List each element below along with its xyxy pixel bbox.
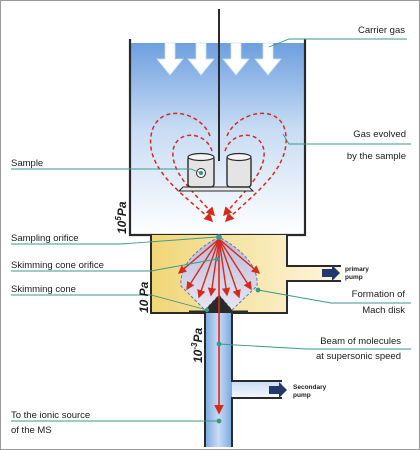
label-beam-line2: at supersonic speed: [316, 351, 401, 362]
sample-tray: [177, 186, 255, 192]
leader-carrier-gas: [268, 38, 407, 48]
label-secondary-pump-line1: Secondary: [293, 384, 327, 391]
label-ionic-line1: To the ionic source: [11, 410, 90, 421]
primary-pump-arrow: [322, 265, 340, 281]
pressure-tube: 10-3Pa: [190, 328, 205, 363]
label-gas-evolved-line1: Gas evolved: [353, 129, 406, 140]
flow-loop-left-outer: [149, 112, 214, 223]
lower-tube-walls: [204, 313, 282, 447]
carrier-gas-arrows: [156, 42, 282, 76]
label-carrier-gas: Carrier gas: [358, 25, 405, 36]
label-sampling-orifice: Sampling orifice: [11, 233, 79, 244]
label-gas-evolved-line2: by the sample: [347, 151, 406, 162]
leader-sample: [11, 168, 202, 174]
flow-loop-left-inner: [172, 134, 216, 217]
flow-loop-right-outer: [224, 112, 287, 223]
flow-loop-right-inner: [223, 134, 265, 217]
middle-chamber-walls: [150, 235, 341, 314]
carrier-arrow-1: [156, 42, 184, 76]
label-sample: Sample: [11, 158, 43, 169]
pressure-chamber: 105Pa: [114, 201, 129, 234]
lower-tube: [204, 313, 282, 447]
chamber-gas-fill: [130, 43, 305, 235]
carrier-arrow-3: [222, 42, 250, 76]
pressure-middle: 10 Pa: [137, 281, 151, 313]
leader-sampling-orifice: [11, 236, 218, 245]
sampling-orifice-dot: [216, 234, 222, 240]
label-primary-pump-line1: primary: [345, 266, 369, 273]
leader-skimming-cone: [11, 294, 208, 311]
label-beam-line1: Beam of molecules: [320, 336, 401, 347]
jet-rays: [177, 238, 261, 299]
sample-crucibles: [177, 152, 255, 192]
label-ionic-line2: of the MS: [11, 425, 52, 436]
leader-beam: [218, 343, 411, 350]
leader-skimming-cone-orifice: [11, 258, 218, 272]
carrier-arrow-2: [187, 42, 215, 76]
leader-mach-disk: [257, 289, 411, 304]
label-secondary-pump-line2: pump: [293, 392, 311, 399]
gas-flow-loops: [149, 112, 287, 223]
secondary-pump-arrow: [269, 382, 287, 398]
leader-lines: [11, 38, 411, 422]
label-formation-line2: Mach disk: [362, 305, 405, 316]
label-skimming-cone: Skimming cone: [11, 284, 76, 295]
label-formation-line1: Formation of: [352, 289, 406, 300]
label-skimming-cone-orifice: Skimming cone orifice: [11, 260, 104, 271]
leader-gas-evolved: [282, 133, 411, 145]
label-primary-pump-line2: pump: [345, 274, 363, 281]
upper-chamber: [128, 39, 307, 237]
